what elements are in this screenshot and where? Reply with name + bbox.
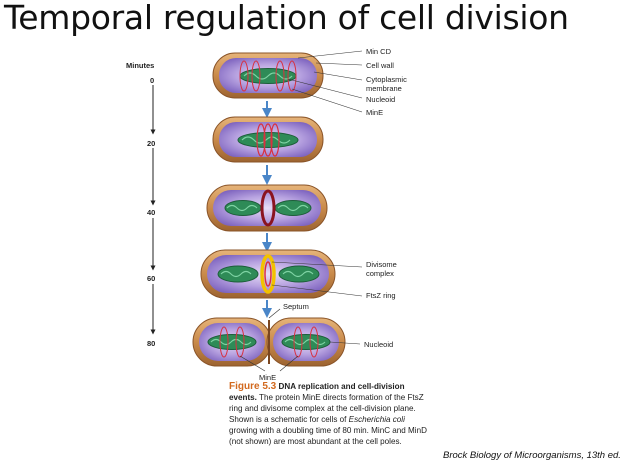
nucleoid bbox=[237, 132, 299, 148]
mine-ring bbox=[270, 123, 280, 157]
mine-ring bbox=[263, 123, 273, 157]
label-min-cd: Min CD bbox=[366, 47, 392, 56]
cell-stage-40min bbox=[206, 184, 328, 232]
label-cytoplasmic-1: Cytoplasmic bbox=[366, 75, 407, 84]
divisome-complex bbox=[264, 261, 272, 287]
figure-title: DNA replication and cell-division events… bbox=[229, 382, 405, 402]
cell-stage-0min bbox=[212, 52, 324, 99]
label-septum: Septum bbox=[283, 302, 309, 311]
figure-label: Figure 5.3 bbox=[229, 381, 277, 392]
mine-ring bbox=[287, 60, 297, 92]
timeline-heading: Minutes bbox=[126, 61, 154, 70]
label-cytoplasmic-2: membrane bbox=[366, 84, 402, 93]
mine-ring bbox=[256, 123, 266, 157]
mine-ring bbox=[235, 326, 245, 358]
mine-ring bbox=[309, 326, 319, 358]
label-nucleoid-top: Nucleoid bbox=[366, 95, 395, 104]
nucleoid bbox=[278, 265, 320, 283]
timeline: Minutes 0 20 40 60 80 bbox=[126, 61, 156, 348]
label-cell-wall: Cell wall bbox=[366, 61, 394, 70]
time-tick-0: 0 bbox=[150, 76, 154, 85]
label-divisome-1: Divisome bbox=[366, 260, 397, 269]
label-nucleoid-bottom: Nucleoid bbox=[364, 340, 393, 349]
cell-stage-60min bbox=[200, 249, 336, 299]
mine-ring bbox=[251, 60, 261, 92]
caption-body-2: growing with a doubling time of 80 min. … bbox=[229, 425, 427, 446]
time-tick-80: 80 bbox=[147, 339, 155, 348]
mine-ring bbox=[293, 326, 303, 358]
nucleoid bbox=[274, 200, 312, 216]
source-credit: Brock Biology of Microorganisms, 13th ed… bbox=[443, 450, 621, 461]
label-mine-bottom: MinE bbox=[259, 373, 276, 382]
time-tick-40: 40 bbox=[147, 208, 155, 217]
mine-ring bbox=[239, 60, 249, 92]
cell-stage-80min bbox=[192, 317, 346, 367]
slide-title: Temporal regulation of cell division bbox=[4, 0, 569, 37]
figure-caption: Figure 5.3 DNA replication and cell-divi… bbox=[229, 381, 434, 447]
ftsz-ring bbox=[260, 254, 276, 294]
label-mine-top: MinE bbox=[366, 108, 383, 117]
nucleoid bbox=[207, 334, 257, 350]
mine-ring bbox=[275, 60, 285, 92]
time-tick-20: 20 bbox=[147, 139, 155, 148]
nucleoid bbox=[281, 334, 331, 350]
mine-ring bbox=[260, 189, 276, 227]
nucleoid bbox=[224, 200, 262, 216]
time-tick-60: 60 bbox=[147, 274, 155, 283]
cell-stage-20min bbox=[212, 116, 324, 163]
caption-body-1: The protein MinE directs formation of th… bbox=[229, 392, 424, 424]
label-ftsz-ring: FtsZ ring bbox=[366, 291, 396, 300]
leader-lines bbox=[239, 50, 363, 372]
nucleoid bbox=[217, 265, 259, 283]
caption-organism: Escherichia coli bbox=[348, 414, 405, 424]
label-divisome-2: complex bbox=[366, 269, 394, 278]
mine-ring bbox=[219, 326, 229, 358]
